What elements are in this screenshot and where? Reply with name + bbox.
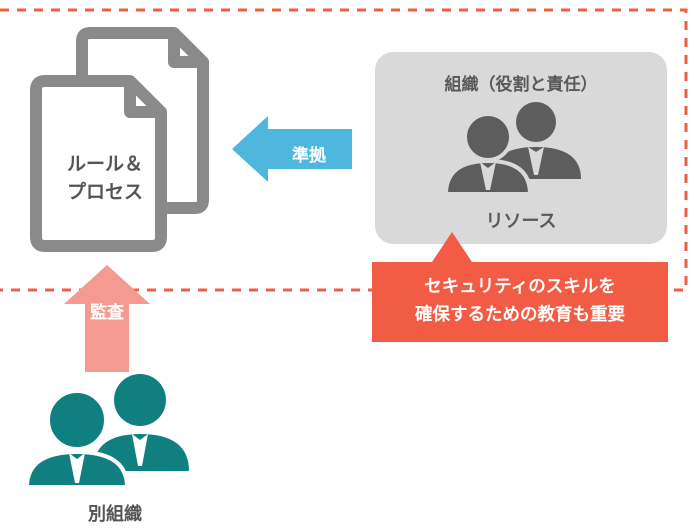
document-label: ルール＆ プロセス — [40, 150, 170, 206]
comply-arrow — [232, 116, 352, 182]
document-stack-icon — [30, 27, 209, 252]
audit-label: 監査 — [90, 303, 124, 323]
other-org-label: 別組織 — [88, 504, 142, 525]
people-icon — [24, 374, 189, 489]
resource-label: リソース — [485, 211, 557, 232]
callout-line1: セキュリティのスキルを — [424, 277, 616, 297]
comply-label: 準拠 — [292, 146, 326, 166]
document-label-line1: ルール＆ — [66, 153, 143, 175]
people-icon — [443, 102, 581, 196]
organization-title: 組織（役割と責任） — [444, 75, 598, 95]
organization-boundary — [0, 8, 688, 292]
callout-box — [372, 232, 668, 342]
callout-line2: 確保するための教育も重要 — [415, 305, 625, 325]
callout-text: セキュリティのスキルを 確保するための教育も重要 — [372, 273, 668, 329]
audit-arrow — [64, 265, 150, 372]
document-label-line2: プロセス — [66, 181, 143, 203]
